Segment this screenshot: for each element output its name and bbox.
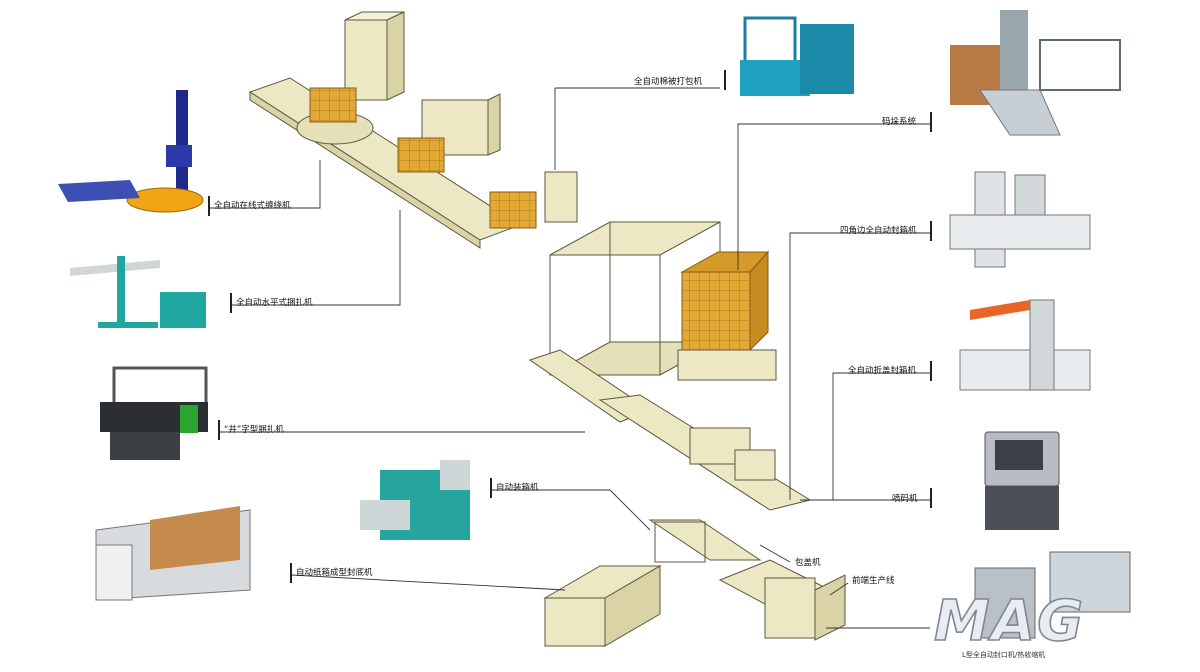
cross-strapper-image bbox=[100, 366, 208, 460]
label-four-corner-sealer: 四角边全自动封箱机 bbox=[840, 226, 917, 236]
label-carton-erector-sealer: 自动纸箱成型封底机 bbox=[296, 568, 373, 578]
label-upstream-line: 前端生产线 bbox=[852, 576, 895, 586]
strapping-packer-image bbox=[740, 16, 854, 96]
palletizer-system-image bbox=[950, 10, 1121, 136]
four-corner-sealer-image bbox=[949, 171, 1091, 268]
label-bar-horizontal bbox=[230, 293, 232, 313]
shrink-wrapper-image bbox=[974, 551, 1131, 639]
label-bar-cross bbox=[218, 420, 220, 440]
pallet-wrapper-image bbox=[58, 90, 204, 213]
leader-lines bbox=[210, 87, 930, 629]
label-bar-wrapper bbox=[208, 196, 210, 216]
label-bar-strapping bbox=[724, 70, 726, 90]
horizontal-strapper-image bbox=[70, 256, 206, 328]
central-production-line bbox=[248, 11, 846, 647]
inkjet-coder-image bbox=[984, 431, 1060, 530]
watermark-text: MAG bbox=[934, 589, 1085, 648]
label-horizontal-strapper: 全自动水平式捆扎机 bbox=[236, 298, 313, 308]
label-pallet-wrapper: 全自动在线式缠绕机 bbox=[214, 201, 291, 211]
label-lid-capper: 包盖机 bbox=[795, 558, 821, 568]
top-folding-sealer-image bbox=[959, 299, 1091, 391]
label-bar-four-corner bbox=[930, 221, 932, 241]
label-palletizer: 码垛系统 bbox=[882, 117, 917, 127]
label-cross-strapper: “井”字型捆扎机 bbox=[224, 425, 284, 435]
label-top-folding-sealer: 全自动折盖封箱机 bbox=[848, 366, 917, 376]
label-bar-erector bbox=[290, 563, 292, 583]
watermark-logo: MAG bbox=[933, 588, 1085, 648]
label-auto-strapping-packer: 全自动棉被打包机 bbox=[634, 77, 703, 87]
label-inkjet-coder: 喷码机 bbox=[892, 494, 918, 504]
carton-erector-image bbox=[95, 506, 251, 601]
label-bar-palletizer bbox=[930, 112, 932, 132]
label-bar-inkjet bbox=[930, 488, 932, 508]
label-bar-top-folding bbox=[930, 361, 932, 381]
label-bar-packer bbox=[490, 478, 492, 498]
label-auto-packer: 自动装箱机 bbox=[496, 483, 539, 493]
auto-packer-image bbox=[360, 460, 470, 540]
footer-caption: L型全自动封口机/热收缩机 bbox=[962, 651, 1046, 659]
